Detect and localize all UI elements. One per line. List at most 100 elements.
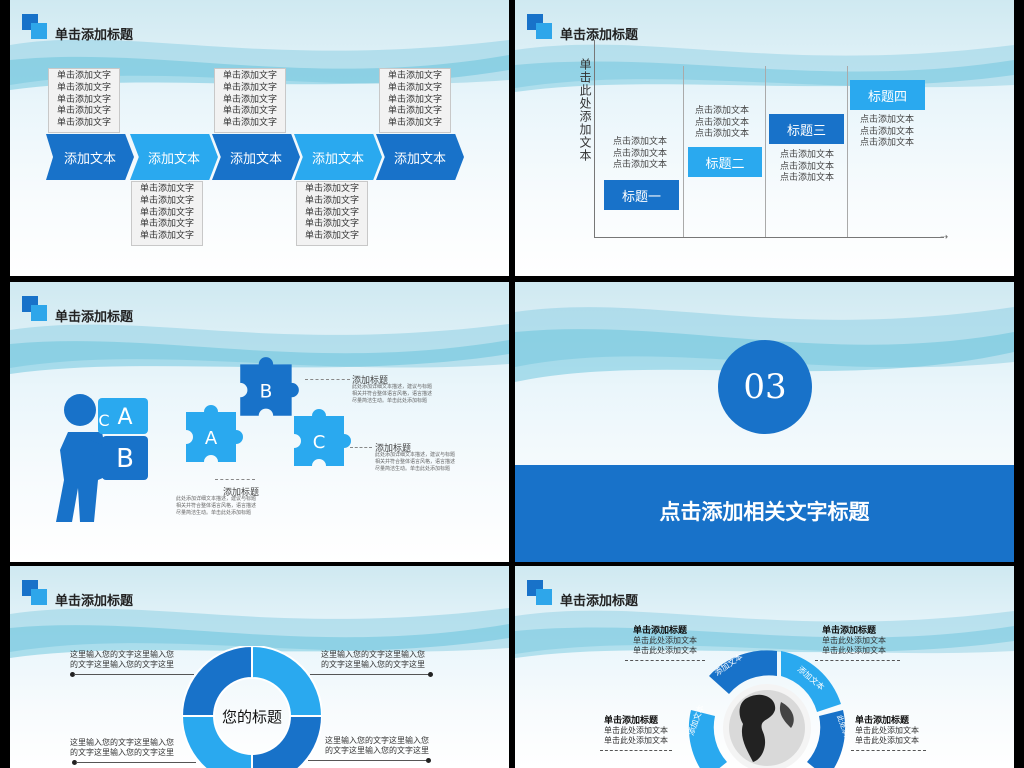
item-line: 单击此处添加文本 bbox=[855, 726, 919, 735]
heading-3[interactable]: 标题三 bbox=[769, 114, 844, 144]
step-label: 添加文本 bbox=[311, 151, 364, 167]
step-label: 添加文本 bbox=[147, 151, 200, 167]
item-text: 这里输入您的文字这里输入您的文字这里输入您的文字这里 bbox=[325, 736, 429, 755]
text-line: 点击添加文本 bbox=[780, 173, 835, 183]
text-line: 点击添加文本 bbox=[860, 115, 915, 125]
box-line: 单击添加文字 bbox=[304, 184, 359, 194]
step-chevron-3[interactable]: 添加文本 bbox=[212, 134, 300, 180]
label: 添加标题 bbox=[223, 488, 260, 498]
text-box: 单击添加文字 单击添加文字 单击添加文字 单击添加文字 单击添加文字 bbox=[296, 181, 368, 246]
heading-4[interactable]: 标题四 bbox=[850, 80, 925, 110]
step-chevron-5[interactable]: 添加文本 bbox=[376, 134, 464, 180]
section-number: 03 bbox=[718, 340, 812, 434]
description: 此处添加详细文本描述，建议与标题相关并符合整体语言风格，语言描述尽量简洁生动。单… bbox=[375, 452, 456, 472]
text-line: 点击添加文本 bbox=[613, 148, 668, 159]
box-line: 单击添加文字 bbox=[304, 219, 359, 230]
item-lines: 单击此处添加文本 单击此处添加文本 bbox=[604, 726, 668, 746]
section-title: 点击添加相关文字标题 bbox=[659, 500, 870, 524]
heading-label: 标题一 bbox=[621, 189, 661, 205]
cycle-diagram: 添加文本 添加文本 添加文本 此处添加文本 bbox=[685, 650, 857, 768]
donut-center-title: 您的标题 bbox=[221, 708, 282, 726]
description: 此处添加详细文本描述，建议与标题相关并符合整体语言风格，语言描述尽量简洁生动。单… bbox=[352, 384, 433, 404]
item-title: 单击添加标题 bbox=[604, 716, 659, 726]
leader-line bbox=[308, 760, 428, 761]
divider bbox=[765, 66, 766, 237]
label: 添加标题 bbox=[375, 444, 412, 454]
connector-line bbox=[305, 379, 350, 381]
text-line: 点击添加文本 bbox=[695, 117, 750, 128]
label: 添加标题 bbox=[352, 376, 389, 386]
heading-text: 点击添加文本 点击添加文本 点击添加文本 bbox=[860, 115, 914, 150]
slide-3[interactable]: 单击添加标题 A C B A B C 添加标题 此处添加详细文本描述，建议与标题… bbox=[10, 282, 509, 562]
heading-text: 点击添加文本 点击添加文本 点击添加文本 bbox=[613, 137, 667, 172]
heading-label: 标题二 bbox=[705, 156, 745, 172]
connector-line bbox=[851, 750, 926, 752]
step-chevron-1[interactable]: 添加文本 bbox=[46, 134, 134, 180]
puzzle-letter: C bbox=[313, 432, 326, 453]
connector-line bbox=[625, 660, 705, 662]
y-axis-label: 单击此处添加文本 bbox=[578, 58, 592, 162]
box-line: 单击添加文字 bbox=[222, 106, 277, 117]
text-line: 点击添加文本 bbox=[780, 150, 835, 160]
item-line: 单击此处添加文本 bbox=[855, 736, 919, 745]
text-line: 点击添加文本 bbox=[860, 138, 915, 148]
slide-title: 单击添加标题 bbox=[560, 28, 639, 43]
slide-2[interactable]: 单击添加标题 单击此处添加文本 ➝ 点击添加文本 点击添加文本 点击添加文本 标… bbox=[515, 0, 1014, 276]
text-box: 单击添加文字 单击添加文字 单击添加文字 单击添加文字 单击添加文字 bbox=[131, 181, 203, 246]
slide-6[interactable]: 单击添加标题 添加文本 添加文本 添加文本 此处添加文本 单击添加标题 单击此处… bbox=[515, 566, 1014, 768]
box-line: 单击添加文字 bbox=[139, 184, 194, 194]
title-banner bbox=[515, 465, 1014, 562]
heading-label: 标题四 bbox=[867, 89, 907, 105]
item-text: 这里输入您的文字这里输入您的文字这里输入您的文字这里 bbox=[321, 650, 425, 669]
slide-title: 单击添加标题 bbox=[560, 594, 639, 609]
box-line: 单击添加文字 bbox=[56, 106, 111, 117]
person-carrying-boxes-icon: A C B bbox=[56, 394, 148, 522]
header-band bbox=[10, 282, 509, 387]
connector-line bbox=[215, 479, 255, 481]
step-label: 添加文本 bbox=[393, 151, 446, 167]
heading-1[interactable]: 标题一 bbox=[604, 180, 679, 210]
text-box: 单击添加文字 单击添加文字 单击添加文字 单击添加文字 单击添加文字 bbox=[379, 68, 451, 133]
box-line: 单击添加文字 bbox=[387, 94, 442, 105]
box-line: 单击添加文字 bbox=[56, 94, 111, 105]
connector-line bbox=[600, 750, 672, 752]
divider bbox=[683, 66, 684, 237]
slide-5[interactable]: 单击添加标题 您的标题 这里输入您的文字这里输入您的文字这里输入您的文字这里 这… bbox=[10, 566, 509, 768]
logo-icon bbox=[22, 14, 48, 40]
puzzle-piece-c-icon: C bbox=[294, 409, 351, 466]
axis-arrow-icon: ➝ bbox=[940, 232, 949, 243]
step-label: 添加文本 bbox=[63, 151, 116, 167]
item-text: 这里输入您的文字这里输入您的文字这里输入您的文字这里 bbox=[70, 650, 174, 669]
puzzle-piece-b-icon: B bbox=[240, 357, 299, 416]
text-line: 点击添加文本 bbox=[695, 129, 750, 139]
logo-icon bbox=[22, 580, 48, 606]
box-line: 单击添加文字 bbox=[387, 71, 442, 81]
box-line: 单击添加文字 bbox=[139, 195, 194, 206]
connector-line bbox=[350, 447, 372, 449]
heading-text: 点击添加文本 点击添加文本 点击添加文本 bbox=[780, 150, 834, 185]
box-line: 单击添加文字 bbox=[139, 231, 194, 242]
bullet-dot bbox=[428, 672, 433, 677]
item-line: 单击此处添加文本 bbox=[604, 726, 668, 735]
logo-icon bbox=[527, 580, 553, 606]
step-chevron-4[interactable]: 添加文本 bbox=[294, 134, 382, 180]
text-line: 点击添加文本 bbox=[780, 161, 835, 172]
slide-title: 单击添加标题 bbox=[55, 28, 134, 43]
box-line: 单击添加文字 bbox=[139, 219, 194, 230]
slide-1[interactable]: 单击添加标题 单击添加文字 单击添加文字 单击添加文字 单击添加文字 单击添加文… bbox=[10, 0, 509, 276]
box-line: 单击添加文字 bbox=[56, 118, 111, 129]
slide-4[interactable]: 03 点击添加相关文字标题 bbox=[515, 282, 1014, 562]
step-chevron-2[interactable]: 添加文本 bbox=[130, 134, 218, 180]
logo-icon bbox=[22, 296, 48, 322]
header-band bbox=[10, 566, 509, 671]
item-lines: 单击此处添加文本 单击此处添加文本 bbox=[822, 636, 886, 656]
heading-label: 标题三 bbox=[786, 123, 826, 139]
item-title: 单击添加标题 bbox=[822, 626, 877, 636]
text-line: 点击添加文本 bbox=[860, 126, 915, 137]
connector-line bbox=[815, 660, 900, 662]
heading-2[interactable]: 标题二 bbox=[688, 147, 762, 177]
item-line: 单击此处添加文本 bbox=[604, 736, 668, 745]
item-lines: 单击此处添加文本 单击此处添加文本 bbox=[855, 726, 919, 746]
slide-title: 单击添加标题 bbox=[55, 310, 134, 325]
box-line: 单击添加文字 bbox=[222, 94, 277, 105]
